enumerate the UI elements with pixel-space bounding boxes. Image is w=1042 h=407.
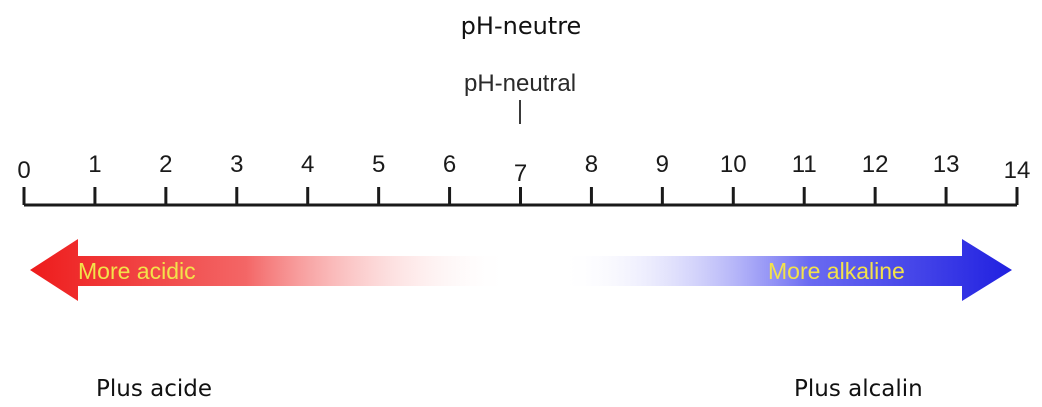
tick-label-3: 3 — [230, 151, 243, 178]
tick-label-8: 8 — [585, 151, 598, 178]
tick-label-6: 6 — [443, 151, 456, 178]
tick-label-13: 13 — [933, 151, 960, 178]
tick-label-12: 12 — [862, 151, 889, 178]
tick-label-11: 11 — [792, 151, 817, 178]
bottom-right-label: Plus alcalin — [794, 376, 923, 402]
acidic-arrow-label: More acidic — [78, 258, 196, 284]
tick-label-7: 7 — [514, 160, 527, 187]
acidic-arrow — [30, 239, 510, 301]
tick-label-9: 9 — [656, 151, 669, 178]
tick-label-1: 1 — [88, 151, 101, 178]
tick-label-10: 10 — [720, 151, 747, 178]
bottom-left-label: Plus acide — [96, 376, 213, 402]
tick-label-5: 5 — [372, 151, 385, 178]
tick-label-0: 0 — [17, 157, 30, 184]
tick-label-2: 2 — [159, 151, 172, 178]
neutral-label-fr: pH-neutre — [460, 12, 582, 40]
tick-label-4: 4 — [301, 151, 314, 178]
alkaline-arrow — [560, 239, 1012, 301]
tick-label-14: 14 — [1004, 157, 1031, 184]
alkaline-arrow-label: More alkaline — [768, 258, 905, 284]
neutral-label-en: pH-neutral — [463, 70, 577, 97]
